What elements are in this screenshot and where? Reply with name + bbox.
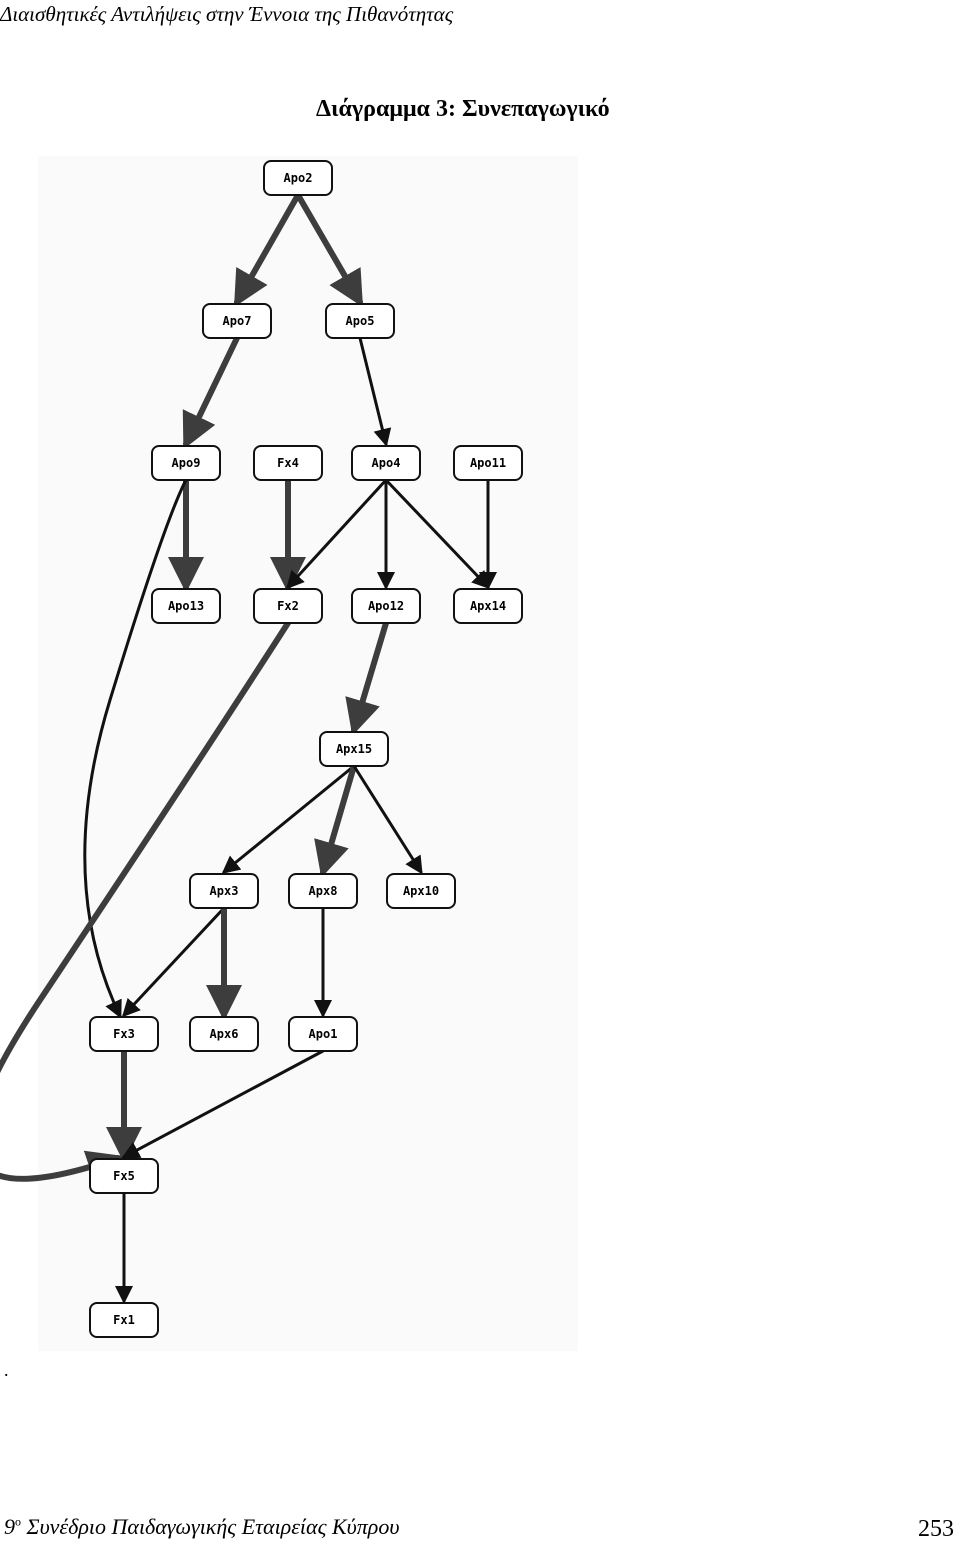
- node-fx3: Fx3: [89, 1016, 159, 1052]
- node-box: [89, 1302, 159, 1338]
- footer-conference-name: Συνέδριο Παιδαγωγικής Εταιρείας Κύπρου: [26, 1514, 400, 1539]
- node-box: [288, 1016, 358, 1052]
- node-label: Apx14: [470, 599, 506, 613]
- node-label: Apo5: [346, 314, 375, 328]
- node-label: Fx5: [113, 1169, 135, 1183]
- diagram-edges: [0, 192, 497, 1304]
- node-box: [351, 445, 421, 481]
- node-label: Apx10: [403, 884, 439, 898]
- node-box: [253, 588, 323, 624]
- node-box: [189, 873, 259, 909]
- node-box: [453, 588, 523, 624]
- node-label: Apo1: [309, 1027, 338, 1041]
- node-apx6: Apx6: [189, 1016, 259, 1052]
- edge-apo7-to-apo9: [182, 335, 240, 450]
- node-apx14: Apx14: [453, 588, 523, 624]
- running-header: Διαισθητικές Αντιλήψεις στην Έννοια της …: [0, 2, 454, 26]
- edge-apo9-to-fx3: [83, 478, 188, 1019]
- node-box: [288, 873, 358, 909]
- page-number: 253: [918, 1516, 954, 1542]
- node-box: [89, 1016, 159, 1052]
- node-label: Fx4: [277, 456, 299, 470]
- node-box: [189, 1016, 259, 1052]
- node-box: [151, 445, 221, 481]
- node-box: [89, 1158, 159, 1194]
- edge-apx3-to-fx3: [121, 906, 226, 1018]
- figure-caption: Διάγραμμα 3: Συνεπαγωγικό: [316, 96, 610, 122]
- node-label: Apo2: [284, 171, 313, 185]
- node-apx8: Apx8: [288, 873, 358, 909]
- node-fx1: Fx1: [89, 1302, 159, 1338]
- footer-conference-number: 9: [4, 1514, 15, 1539]
- node-label: Fx3: [113, 1027, 135, 1041]
- node-box: [386, 873, 456, 909]
- edge-apx15-to-apx10: [352, 764, 423, 875]
- node-fx4: Fx4: [253, 445, 323, 481]
- node-apo7: Apo7: [202, 303, 272, 339]
- node-box: [325, 303, 395, 339]
- node-label: Apo4: [372, 456, 401, 470]
- node-label: Fx2: [277, 599, 299, 613]
- node-apo12: Apo12: [351, 588, 421, 624]
- node-label: Apx6: [210, 1027, 239, 1041]
- node-apo5: Apo5: [325, 303, 395, 339]
- edge-apo12-to-apx15: [345, 620, 389, 736]
- node-box: [453, 445, 523, 481]
- node-label: Fx1: [113, 1313, 135, 1327]
- footer-superscript: ο: [15, 1514, 21, 1529]
- node-apx15: Apx15: [319, 731, 389, 767]
- node-box: [151, 588, 221, 624]
- node-label: Apx3: [210, 884, 239, 898]
- node-apo13: Apo13: [151, 588, 221, 624]
- node-label: Apo11: [470, 456, 506, 470]
- node-apx10: Apx10: [386, 873, 456, 909]
- node-label: Apo7: [223, 314, 252, 328]
- node-box: [253, 445, 323, 481]
- edge-fx2-to-fx5: [0, 620, 291, 1185]
- node-label: Apo13: [168, 599, 204, 613]
- edge-apx15-to-apx8: [314, 763, 357, 878]
- node-box: [351, 588, 421, 624]
- node-box: [202, 303, 272, 339]
- edge-apo2-to-apo7: [234, 192, 301, 308]
- node-apo4: Apo4: [351, 445, 421, 481]
- node-apo1: Apo1: [288, 1016, 358, 1052]
- edge-apo4-to-apx14: [384, 478, 491, 590]
- stray-period: .: [4, 1360, 9, 1380]
- edge-apx15-to-apx3: [221, 764, 356, 874]
- node-label: Apx15: [336, 742, 372, 756]
- edge-apo2-to-apo5: [295, 192, 364, 308]
- node-label: Apo12: [368, 599, 404, 613]
- footer-conference: 9ο Συνέδριο Παιδαγωγικής Εταιρείας Κύπρο…: [4, 1514, 399, 1540]
- node-box: [319, 731, 389, 767]
- node-box: [263, 160, 333, 196]
- node-apo11: Apo11: [453, 445, 523, 481]
- edge-apo1-to-fx5: [121, 1049, 325, 1159]
- node-label: Apo9: [172, 456, 201, 470]
- edge-apo4-to-fx2: [285, 478, 388, 590]
- edge-apo5-to-apo4: [358, 336, 392, 447]
- node-fx5: Fx5: [89, 1158, 159, 1194]
- node-apx3: Apx3: [189, 873, 259, 909]
- node-apo9: Apo9: [151, 445, 221, 481]
- node-fx2: Fx2: [253, 588, 323, 624]
- node-label: Apx8: [309, 884, 338, 898]
- node-apo2: Apo2: [263, 160, 333, 196]
